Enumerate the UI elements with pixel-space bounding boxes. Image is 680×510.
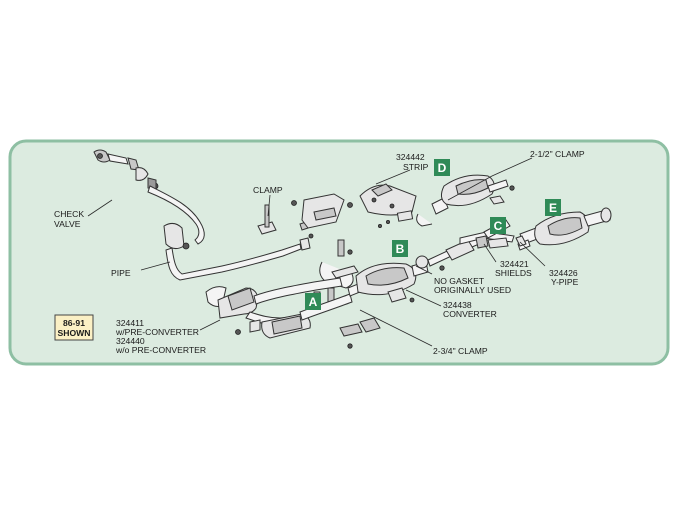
hanger-bracket [301, 193, 353, 229]
label-converter: CONVERTER [443, 309, 497, 319]
air-pipe [147, 185, 311, 281]
label-y-pipe: Y-PIPE [551, 277, 579, 287]
badge-c: C [490, 217, 506, 234]
label-strip: STRIP [403, 162, 429, 172]
badge-e-letter: E [549, 201, 557, 215]
badge-b: B [392, 240, 408, 257]
badge-c-letter: C [494, 219, 503, 233]
badge-b-letter: B [396, 242, 405, 256]
label-clamp-2-3-4: 2-3/4" CLAMP [433, 346, 488, 356]
label-y-pipe-number: 324426 [549, 268, 578, 278]
year-shown: SHOWN [58, 328, 91, 338]
muffler-e [515, 207, 612, 251]
badge-d-letter: D [438, 161, 447, 175]
badge-a: A [305, 293, 321, 310]
label-originally-used: ORIGINALLY USED [434, 285, 511, 295]
badge-e: E [545, 199, 561, 216]
label-clamp-2-1-2: 2-1/2" CLAMP [530, 149, 585, 159]
label-shields: SHIELDS [495, 268, 532, 278]
badge-a-letter: A [309, 295, 318, 309]
label-clamp: CLAMP [253, 185, 283, 195]
label-valve: VALVE [54, 219, 81, 229]
label-converter-324440: 324440 [116, 336, 145, 346]
label-with-pre-converter: w/PRE-CONVERTER [115, 327, 199, 337]
year-range-box: 86-91 SHOWN [54, 314, 94, 341]
heat-shield-strip [359, 183, 417, 228]
label-shields-number: 324421 [500, 259, 529, 269]
label-strip-number: 324442 [396, 152, 425, 162]
label-converter-324411: 324411 [116, 318, 144, 328]
label-converter-number: 324438 [443, 300, 472, 310]
pre-converter-assembly [205, 277, 381, 349]
label-check: CHECK [54, 209, 84, 219]
badge-d: D [434, 159, 450, 176]
year-range: 86-91 [63, 318, 85, 328]
catalytic-converter [347, 255, 445, 303]
label-no-gasket: NO GASKET [434, 276, 485, 286]
leader-lines [87, 157, 546, 347]
clamp-upper-left [257, 200, 314, 239]
label-without-pre-converter: w/o PRE-CONVERTER [115, 345, 206, 355]
label-pipe: PIPE [111, 268, 131, 278]
